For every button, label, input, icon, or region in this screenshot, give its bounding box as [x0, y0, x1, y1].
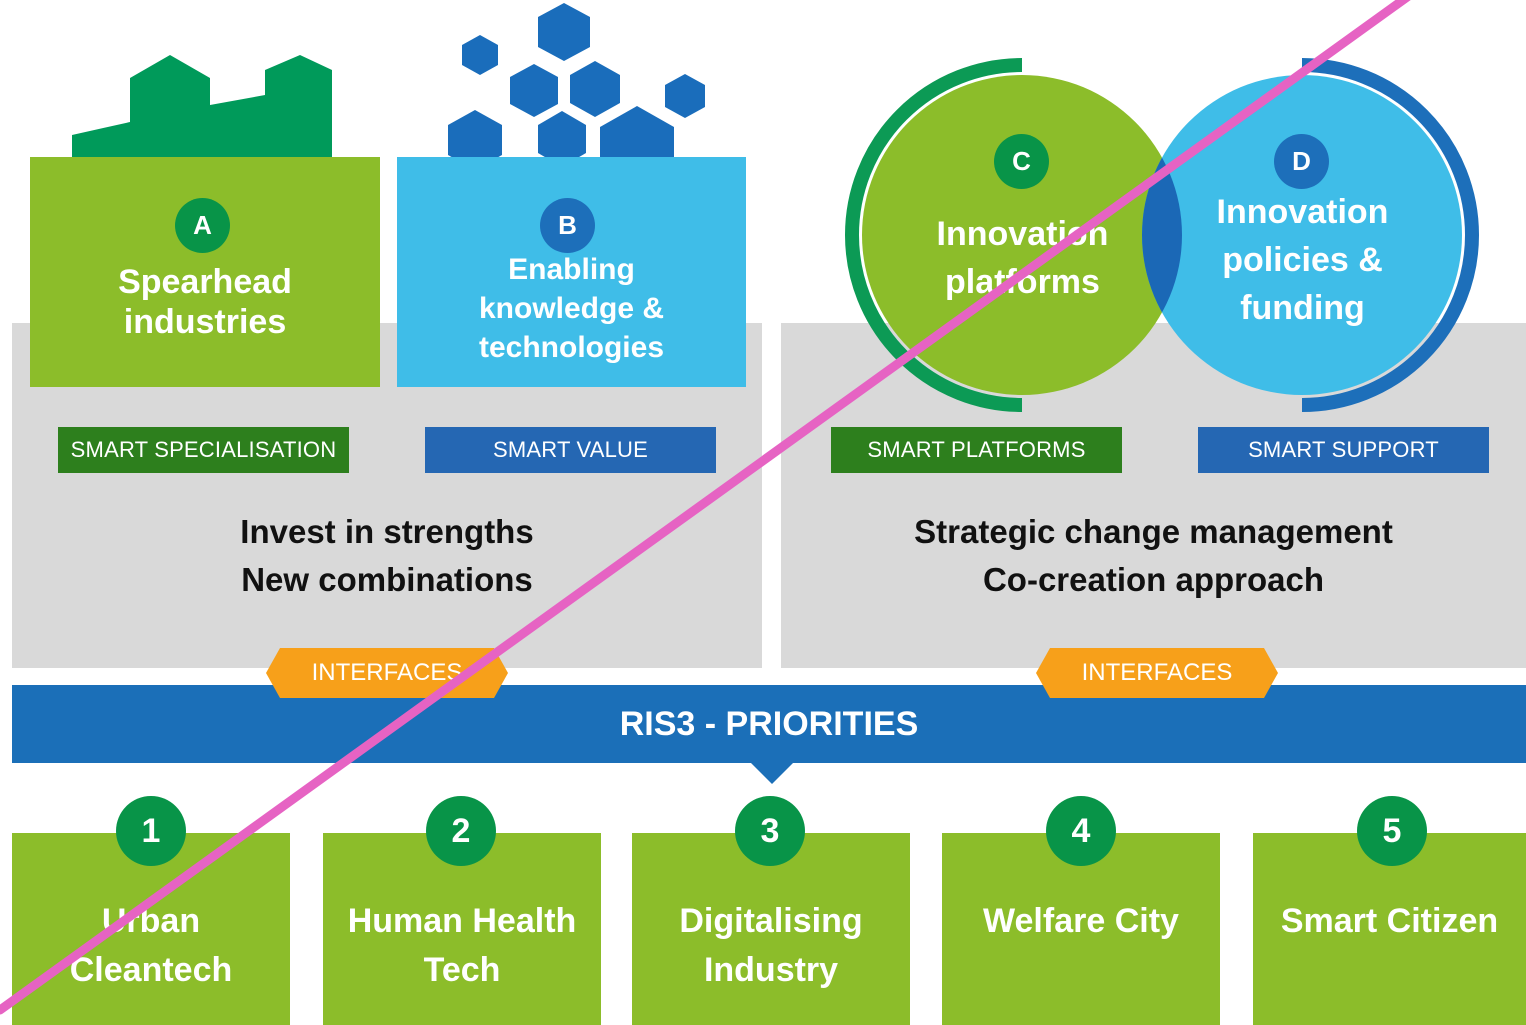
tag-smart-value: SMART VALUE — [425, 427, 716, 473]
badge-d: D — [1274, 134, 1329, 189]
enabling-knowledge-box — [397, 157, 746, 387]
priority-number-5: 5 — [1357, 796, 1427, 866]
priority-number-4: 4 — [1046, 796, 1116, 866]
badge-a: A — [175, 198, 230, 253]
circle-c-ring — [845, 58, 1023, 412]
priority-number-3: 3 — [735, 796, 805, 866]
priority-title-4: Welfare City — [983, 902, 1179, 940]
priority-number-1: 1 — [116, 796, 186, 866]
innovation-policies-title: Innovation policies & funding — [1216, 193, 1389, 327]
priority-box-4: Welfare City — [942, 833, 1220, 1025]
priority-title-3: Digitalising Industry — [679, 902, 863, 989]
hexagons-icon — [448, 3, 705, 189]
badge-c: C — [994, 134, 1049, 189]
priority-number-2: 2 — [426, 796, 496, 866]
enabling-knowledge-title: Enabling knowledge & technologies — [478, 253, 665, 364]
tag-smart-platforms: SMART PLATFORMS — [831, 427, 1122, 473]
factory-icon — [72, 55, 332, 190]
interfaces-right: INTERFACES — [1036, 648, 1278, 698]
badge-b: B — [540, 198, 595, 253]
left-summary: Invest in strengths New combinations — [240, 513, 534, 598]
tag-smart-specialisation: SMART SPECIALISATION — [58, 427, 349, 473]
right-summary: Strategic change management Co-creation … — [914, 513, 1393, 598]
priorities-pointer — [750, 762, 794, 784]
spearhead-industries-title: Spearhead industries — [118, 263, 292, 342]
circle-d-ring — [1301, 58, 1479, 412]
priority-title-2: Human Health Tech — [347, 902, 577, 989]
priority-title-5: Smart Citizen — [1280, 902, 1499, 940]
priority-title-1: Urban Cleantech — [69, 902, 233, 989]
priorities-bar: RIS3 - PRIORITIES — [12, 685, 1526, 763]
spearhead-industries-box — [30, 157, 380, 387]
innovation-circles — [845, 58, 1479, 412]
tag-smart-support: SMART SUPPORT — [1198, 427, 1489, 473]
